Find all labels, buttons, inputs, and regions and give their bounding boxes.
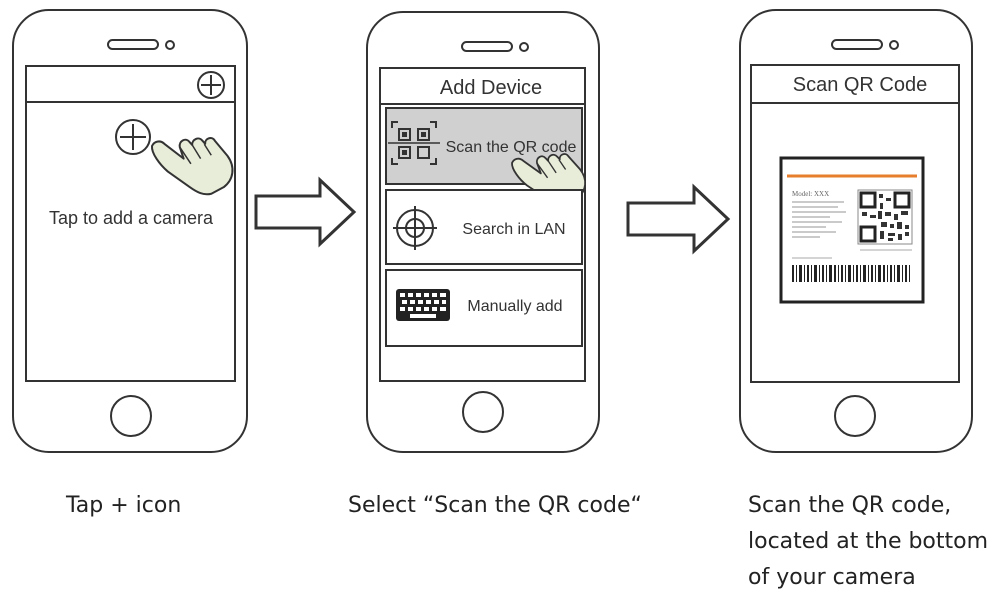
arrow-right-icon [254,176,357,248]
label-qr-code [857,189,913,245]
arrow-right-icon [626,183,731,255]
option-label: Scan the QR code [446,139,577,156]
caption-step-3-line: of your camera [748,565,916,590]
crosshair-icon [393,206,437,250]
label-barcode [792,265,910,282]
add-camera-prompt: Tap to add a camera [49,208,214,228]
option-manually-add[interactable]: Manually add [385,269,583,347]
header-plus-icon[interactable] [197,71,225,99]
option-search-lan[interactable]: Search in LAN [385,189,583,265]
home-button-icon[interactable] [462,391,504,433]
camera-dot [889,40,899,50]
qr-code-icon [388,121,440,165]
option-label: Search in LAN [462,221,565,238]
scan-qr-title: Scan QR Code [793,74,928,96]
label-model-text: Model: XXX [792,190,829,198]
keyboard-icon [396,289,450,321]
caption-step-3-line: Scan the QR code, [748,493,952,518]
camera-label-sticker: Model: XXX [779,156,925,304]
home-button-icon[interactable] [834,395,876,437]
option-label: Manually add [467,298,562,315]
add-device-title: Add Device [440,77,542,99]
speaker-slot [107,39,159,50]
camera-dot [519,42,529,52]
phone-1: Tap to add a camera [12,9,248,453]
speaker-slot [461,41,513,52]
phone-3: Scan QR Code Model: XXX [739,9,973,453]
camera-dot [165,40,175,50]
caption-step-3: Scan the QR code, located at the bottom … [748,488,998,596]
phone-1-screen [25,65,236,382]
caption-step-3-line: located at the bottom [748,529,989,554]
caption-step-2: Select “Scan the QR code“ [348,493,642,518]
speaker-slot [831,39,883,50]
add-camera-plus-icon[interactable] [115,119,151,155]
phone-2: Add Device Scan the QR code [366,11,600,453]
home-button-icon[interactable] [110,395,152,437]
caption-step-1: Tap + icon [66,493,182,518]
